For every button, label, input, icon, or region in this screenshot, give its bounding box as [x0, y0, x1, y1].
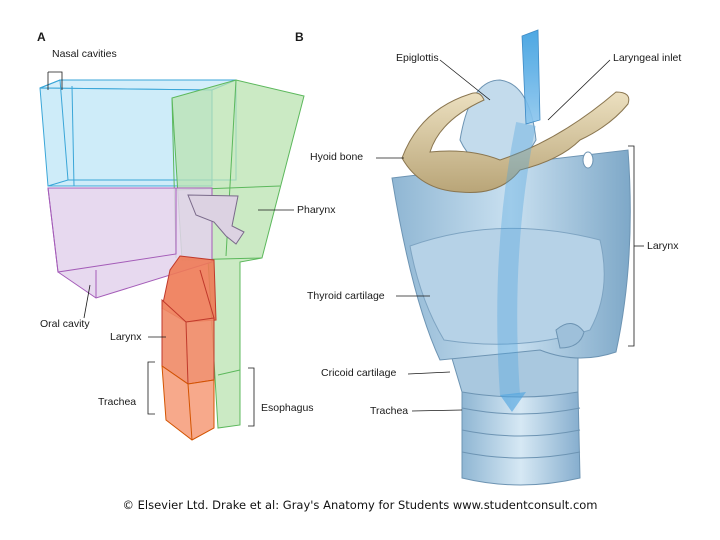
label-cricoid-cartilage: Cricoid cartilage	[321, 367, 397, 379]
panel-a-letter: A	[37, 30, 46, 44]
panel-a-schematic	[39, 71, 305, 441]
label-oral-cavity: Oral cavity	[40, 318, 90, 330]
trachea-block	[161, 364, 215, 441]
panel-b-leaders	[376, 59, 644, 412]
larynx-block	[161, 255, 217, 385]
label-nasal-cavities: Nasal cavities	[52, 48, 117, 60]
hyoid-bone-shape	[401, 91, 630, 194]
label-laryngeal-inlet: Laryngeal inlet	[613, 52, 682, 64]
label-pharynx: Pharynx	[297, 204, 336, 216]
panel-a-leaders	[47, 71, 294, 427]
panel-b-larynx-illustration	[376, 29, 644, 486]
label-trachea-a: Trachea	[98, 396, 137, 408]
label-trachea-b: Trachea	[370, 405, 409, 417]
trachea-rings	[461, 371, 581, 486]
label-thyroid-cartilage: Thyroid cartilage	[307, 290, 385, 302]
label-epiglottis: Epiglottis	[396, 52, 439, 64]
label-hyoid-bone: Hyoid bone	[310, 151, 364, 163]
label-larynx-a: Larynx	[110, 331, 142, 343]
label-larynx-b: Larynx	[647, 240, 679, 252]
label-esophagus: Esophagus	[261, 402, 314, 414]
airflow-arrow	[497, 29, 541, 412]
panel-b-letter: B	[295, 30, 304, 44]
nasal-cavity-box	[39, 79, 237, 187]
epiglottis-shape	[187, 194, 245, 245]
copyright-footer: © Elsevier Ltd. Drake et al: Gray's Anat…	[122, 498, 598, 512]
